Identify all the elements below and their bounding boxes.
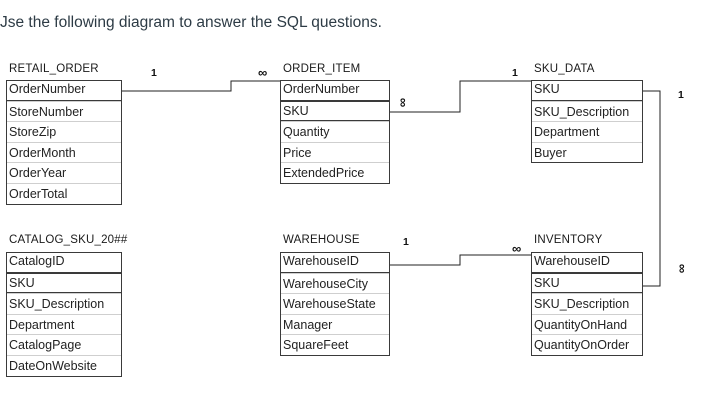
table-title-warehouse: WAREHOUSE xyxy=(283,234,360,246)
table-title-order-item: ORDER_ITEM xyxy=(283,63,361,75)
field-sku-data-sku-description: SKU_Description xyxy=(532,100,642,122)
field-catalog-sku-sku-description: SKU_Description xyxy=(7,293,121,314)
field-retail-order-ordernumber: OrderNumber xyxy=(6,80,122,101)
field-catalog-sku-sku: SKU xyxy=(6,272,122,294)
table-title-sku-data: SKU_DATA xyxy=(534,63,595,75)
table-title-catalog-sku: CATALOG_SKU_20## xyxy=(9,234,128,246)
field-catalog-sku-dateonwebsite: DateOnWebsite xyxy=(7,354,121,376)
relationship-line-warehouse-inventory xyxy=(388,254,531,266)
relationship-line-sku-data-inventory xyxy=(643,90,661,287)
cardinality-one-warehouse: 1 xyxy=(403,236,409,248)
field-retail-order-storezip: StoreZip xyxy=(7,121,121,142)
field-order-item-quantity: Quantity xyxy=(281,121,389,142)
field-retail-order-ordermonth: OrderMonth xyxy=(7,141,121,163)
cardinality-one-sku-data-left: 1 xyxy=(512,67,518,79)
field-retail-order-orderyear: OrderYear xyxy=(7,162,121,183)
field-sku-data-buyer: Buyer xyxy=(532,141,642,163)
table-order-item: OrderNumber SKU Quantity Price ExtendedP… xyxy=(280,80,390,184)
table-catalog-sku: CatalogID SKU SKU_Description Department… xyxy=(6,252,122,377)
field-inventory-quantityonhand: QuantityOnHand xyxy=(532,313,642,335)
field-sku-data-sku: SKU xyxy=(531,80,643,101)
field-order-item-extendedprice: ExtendedPrice xyxy=(281,162,389,183)
field-sku-data-department: Department xyxy=(532,121,642,142)
table-retail-order: OrderNumber StoreNumber StoreZip OrderMo… xyxy=(6,80,122,205)
field-warehouse-warehousecity: WarehouseCity xyxy=(281,272,389,294)
cardinality-many-order-item-left: ∞ xyxy=(258,65,268,80)
cardinality-many-order-item-right: ∞ xyxy=(396,97,412,108)
prompt-text: Jse the following diagram to answer the … xyxy=(0,14,382,31)
cardinality-many-inventory-left: ∞ xyxy=(512,241,522,256)
field-order-item-sku: SKU xyxy=(280,100,390,122)
field-inventory-quantityonorder: QuantityOnOrder xyxy=(532,334,642,355)
field-retail-order-storenumber: StoreNumber xyxy=(7,100,121,122)
field-warehouse-warehouseid: WarehouseID xyxy=(280,252,390,273)
table-sku-data: SKU SKU_Description Department Buyer xyxy=(531,80,643,164)
field-retail-order-ordertotal: OrderTotal xyxy=(7,182,121,204)
cardinality-one-sku-data-right: 1 xyxy=(678,89,684,101)
table-title-retail-order: RETAIL_ORDER xyxy=(9,63,99,75)
field-inventory-sku-description: SKU_Description xyxy=(532,293,642,314)
field-warehouse-warehousestate: WarehouseState xyxy=(281,293,389,314)
field-warehouse-squarefeet: SquareFeet xyxy=(281,334,389,355)
relationship-line-retail-order-order-item xyxy=(121,80,280,92)
field-warehouse-manager: Manager xyxy=(281,313,389,335)
field-order-item-ordernumber: OrderNumber xyxy=(280,80,390,101)
field-catalog-sku-department: Department xyxy=(7,313,121,335)
field-inventory-sku: SKU xyxy=(531,272,643,294)
table-inventory: WarehouseID SKU SKU_Description Quantity… xyxy=(531,252,643,356)
table-warehouse: WarehouseID WarehouseCity WarehouseState… xyxy=(280,252,390,356)
table-title-inventory: INVENTORY xyxy=(534,234,603,246)
cardinality-many-inventory-right: ∞ xyxy=(675,263,691,274)
relationship-line-order-item-sku-data xyxy=(390,80,531,113)
field-catalog-sku-catalogid: CatalogID xyxy=(6,252,122,273)
field-order-item-price: Price xyxy=(281,141,389,163)
cardinality-one-retail-order: 1 xyxy=(151,67,157,79)
field-catalog-sku-catalogpage: CatalogPage xyxy=(7,334,121,355)
field-inventory-warehouseid: WarehouseID xyxy=(531,252,643,273)
